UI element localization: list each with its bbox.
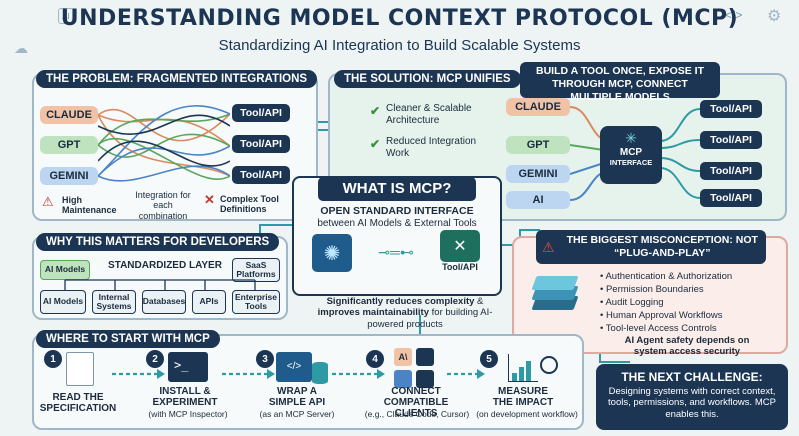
what-lead: OPEN STANDARD INTERFACE [320, 205, 474, 217]
mcp-hub: ✳ MCP INTERFACE [600, 126, 662, 184]
mcp-hub-sub: INTERFACE [609, 158, 653, 167]
mcp-hub-title: MCP [619, 147, 643, 158]
step-2-number: 2 [146, 350, 164, 368]
bullet-item: • Authentication & Authorization [600, 271, 733, 282]
problem-model-gemini: GEMINI [40, 167, 98, 185]
layer-connectors [64, 279, 256, 290]
step-2-sub: (with MCP Inspector) [148, 409, 228, 419]
step-4-sub: (e.g., Claude Code, Cursor) [364, 409, 470, 419]
problem-tool-2: Tool/API [232, 135, 290, 153]
what-benefit-mid: & [474, 296, 484, 307]
solution-model-gpt: GPT [506, 136, 570, 154]
database-icon [312, 362, 328, 384]
what-benefit-bold2: improves maintainability [317, 307, 430, 319]
next-panel [596, 364, 788, 430]
problem-heading: THE PROBLEM: FRAGMENTED INTEGRATIONS [36, 70, 318, 88]
why-item-databases: Databases [142, 290, 186, 314]
stopwatch-icon [540, 356, 558, 374]
what-heading: WHAT IS MCP? [318, 177, 476, 201]
problem-tool-3: Tool/API [232, 166, 290, 184]
problem-note-complex: Complex Tool Definitions [220, 194, 279, 215]
page-subtitle: Standardizing AI Integration to Build Sc… [218, 37, 581, 54]
misconception-bullets: • Authentication & Authorization • Permi… [600, 270, 780, 335]
why-item-ai-models: AI Models [40, 290, 86, 314]
solution-model-claude: CLAUDE [506, 98, 570, 116]
network-icon: ✳ [625, 130, 637, 146]
security-layers-icon [528, 276, 582, 322]
solution-model-ai: AI [506, 191, 570, 209]
bullet-item: • Human Approval Workflows [600, 310, 723, 321]
misconception-heading: ⚠ THE BIGGEST MISCONCEPTION: NOT “PLUG-A… [536, 230, 766, 264]
step-3-number: 3 [256, 350, 274, 368]
why-item-enterprise: Enterprise Tools [232, 290, 280, 314]
why-heading: WHY THIS MATTERS FOR DEVELOPERS [36, 233, 280, 251]
problem-tool-1: Tool/API [232, 104, 290, 122]
solution-heading: THE SOLUTION: MCP UNIFIES [334, 70, 521, 88]
solution-model-gemini: GEMINI [506, 165, 570, 183]
bullet-item: • Tool-level Access Controls [600, 323, 717, 334]
hub-connections [570, 106, 700, 201]
what-benefit-bold1: Significantly reduces complexity [326, 296, 475, 307]
bullet-item: • Permission Boundaries [600, 284, 704, 295]
problem-note-high: High Maintenance [62, 195, 117, 216]
page-title: UNDERSTANDING MODEL CONTEXT PROTOCOL (MC… [60, 6, 739, 31]
next-heading: THE NEXT CHALLENGE: [621, 370, 763, 384]
brain-icon: ✺ [312, 234, 352, 272]
why-layer: STANDARDIZED LAYER [108, 260, 222, 271]
warning-icon: ⚠ [42, 194, 54, 209]
what-tool-label: Tool/API [442, 262, 478, 272]
why-item-apis: APIs [192, 290, 226, 314]
solution-benefit-2: Reduced Integration Work [386, 136, 477, 159]
step-5-sub: (on development workflow) [476, 409, 578, 419]
plug-icon: ⊸═⊷ [378, 244, 414, 260]
step-1-number: 1 [44, 350, 62, 368]
tangled-connections [98, 105, 230, 182]
check-icon: ✔ [370, 104, 381, 118]
tools-cross-icon: ✕ [204, 192, 215, 207]
why-item-internal: Internal Systems [92, 290, 136, 314]
what-benefit: Significantly reduces complexity & impro… [310, 296, 500, 330]
wrench-icon: ✕ [440, 230, 480, 262]
step-4-number: 4 [366, 350, 384, 368]
chart-icon [508, 354, 538, 382]
problem-model-claude: CLAUDE [40, 106, 98, 124]
solution-benefit-1: Cleaner & Scalable Architecture [386, 103, 472, 126]
client-icons: A\ [394, 348, 436, 388]
code-window-icon: </> [276, 352, 312, 382]
solution-tool-1: Tool/API [700, 100, 762, 118]
gear-icon: ⚙ [767, 8, 782, 25]
next-text: Designing systems with correct context, … [608, 386, 776, 420]
step-1-title: READ THE SPECIFICATION [39, 392, 117, 414]
what-benefit-rest: for building AI-powered products [367, 307, 493, 330]
warning-icon: ⚠ [542, 238, 555, 255]
step-5-title: MEASURE THE IMPACT [492, 386, 554, 408]
solution-callout: BUILD A TOOL ONCE, EXPOSE IT THROUGH MCP… [520, 62, 720, 103]
step-2-title: INSTALL & EXPERIMENT [152, 386, 218, 408]
document-icon [66, 352, 94, 386]
what-sub: between AI Models & External Tools [317, 218, 477, 229]
step-3-sub: (as an MCP Server) [259, 409, 335, 419]
why-saas: SaaS Platforms [232, 258, 280, 282]
solution-tool-4: Tool/API [700, 189, 762, 207]
code-icon: </> [725, 8, 743, 22]
step-arrows [112, 369, 485, 379]
solution-tool-2: Tool/API [700, 131, 762, 149]
step-3-title: WRAP A SIMPLE API [268, 386, 326, 408]
misconception-heading-text: THE BIGGEST MISCONCEPTION: NOT “PLUG-AND… [566, 234, 758, 259]
check-icon: ✔ [370, 137, 381, 151]
bullet-item: • Audit Logging [600, 297, 664, 308]
cloud-icon: ☁ [14, 40, 28, 56]
start-heading: WHERE TO START WITH MCP [36, 330, 220, 348]
ai-icon: AI [58, 8, 74, 24]
problem-note-each: Integration for each combination [135, 190, 191, 221]
terminal-icon: >_ [168, 352, 208, 382]
problem-model-gpt: GPT [40, 136, 98, 154]
misconception-footer: AI Agent safety depends on system access… [624, 335, 750, 357]
step-5-number: 5 [480, 350, 498, 368]
solution-tool-3: Tool/API [700, 162, 762, 180]
step-4-title: CONNECT COMPATIBLE CLIENTS [383, 386, 449, 419]
